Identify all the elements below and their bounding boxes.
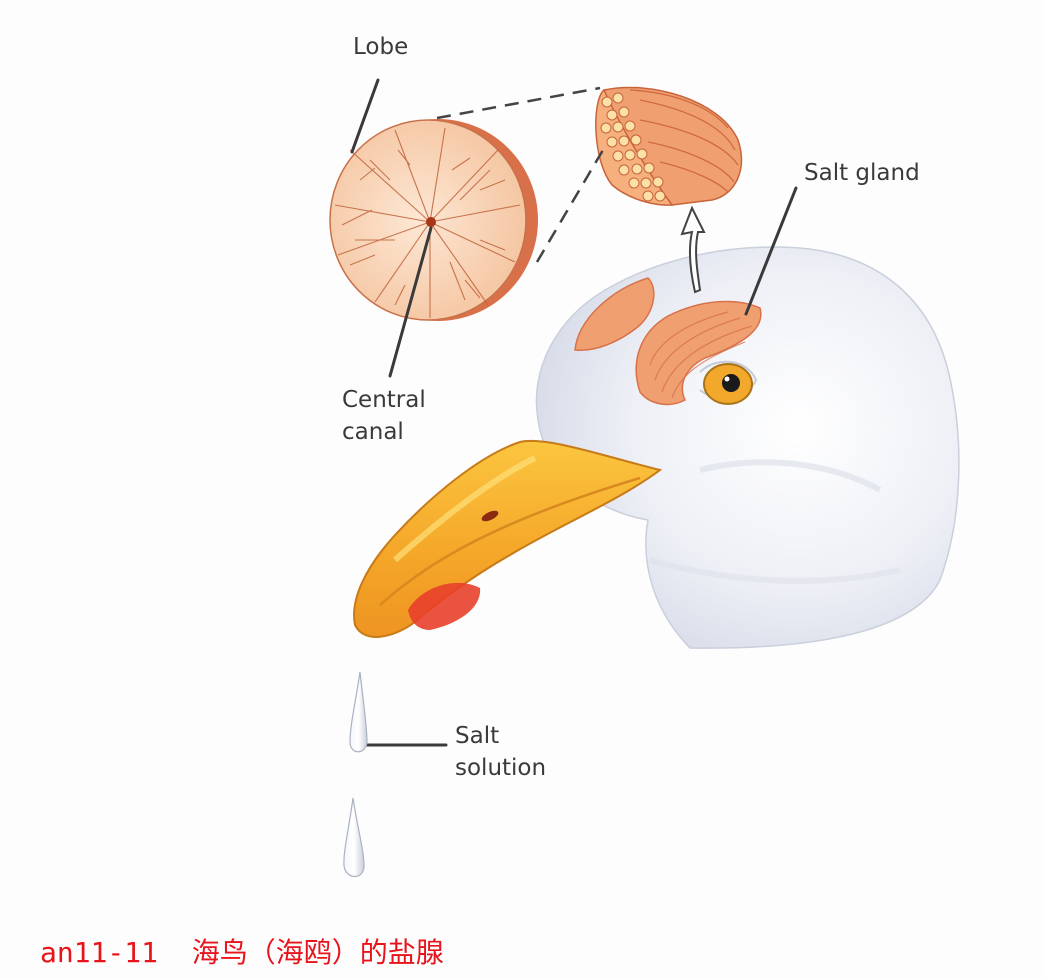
eye <box>699 360 758 405</box>
lobe-disc <box>329 119 538 321</box>
hollow-up-arrow-icon <box>680 205 706 294</box>
lobe-leader <box>350 78 380 154</box>
figure-caption: an11-11 海鸟（海鸥）的盐腺 <box>40 936 444 969</box>
salt-gland-on-head <box>574 277 762 406</box>
tubule-ends <box>600 92 666 202</box>
beak <box>353 439 663 638</box>
label-salt-solution: Salt solution <box>455 723 547 781</box>
water-drop-icon <box>343 671 368 878</box>
lobe-canals <box>334 127 521 318</box>
salt-gland-leader <box>744 186 798 316</box>
label-lobe: Lobe <box>353 34 409 60</box>
central-canal-leader <box>388 226 433 378</box>
gland-section <box>595 86 743 206</box>
zoom-connectors <box>436 86 605 263</box>
central-canal-hole <box>426 217 436 227</box>
leader-lines <box>350 78 798 747</box>
label-salt-gland: Salt gland <box>804 160 920 186</box>
label-central-canal: Central canal <box>342 387 426 445</box>
